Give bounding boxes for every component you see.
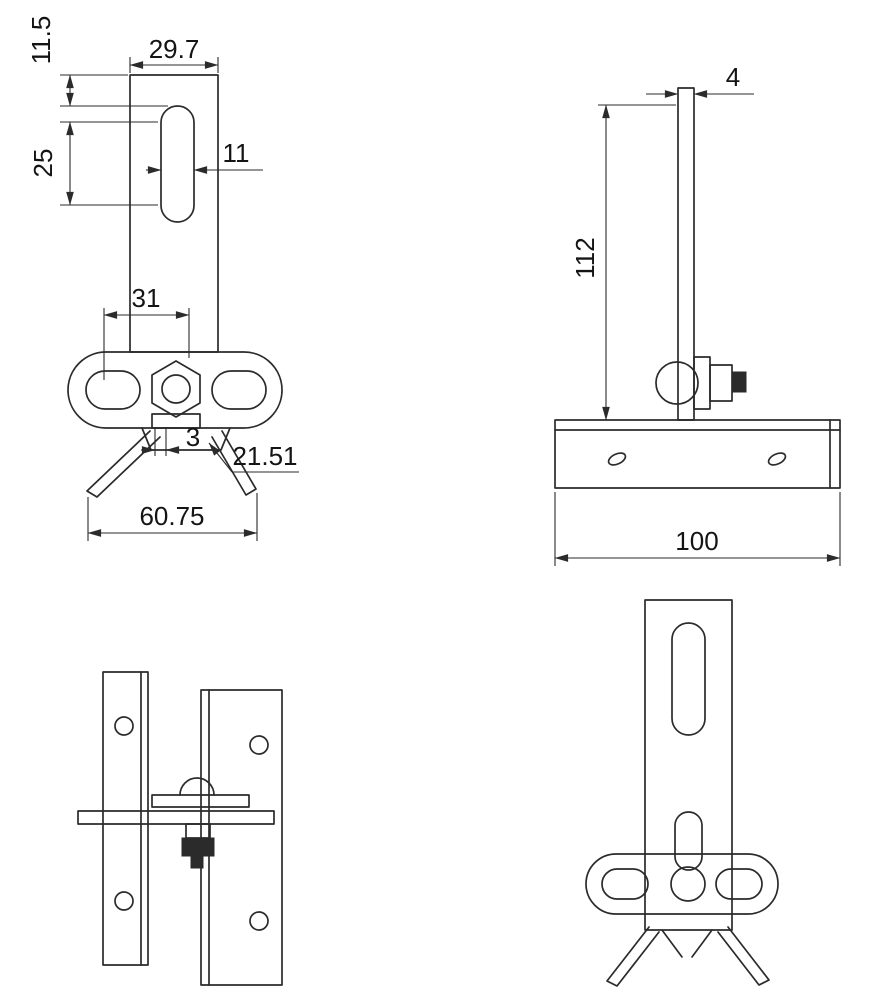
- bolt-stem: [190, 855, 204, 869]
- dim-leg-offset: 21.51: [208, 441, 299, 473]
- dim-base-span: 60.75: [87, 493, 258, 541]
- left-leg: [606, 926, 660, 987]
- nut: [181, 837, 215, 857]
- hex-nut: [151, 360, 201, 418]
- lower-jaw: [141, 427, 231, 451]
- dim-slot-length-label: 25: [28, 149, 58, 178]
- side-view: 4 112 100: [554, 62, 841, 566]
- dim-top-offset: 11.5: [26, 16, 168, 107]
- dim-clamp-span-label: 31: [132, 283, 161, 313]
- pivot-boss: [655, 361, 699, 405]
- dim-top-offset-label: 11.5: [26, 16, 56, 65]
- left-leg: [86, 430, 161, 498]
- nut: [709, 364, 733, 402]
- bolt-end: [161, 374, 191, 404]
- dim-upright-height: 112: [570, 104, 676, 421]
- right-rail-hole-top: [249, 735, 269, 755]
- right-rail-hole-bottom: [249, 911, 269, 931]
- dim-clamp-span: 31: [103, 283, 190, 380]
- base-hole-right: [767, 452, 787, 466]
- bolt-dome: [179, 777, 215, 796]
- dim-slot-length: 25: [28, 121, 158, 206]
- right-leg: [211, 430, 257, 496]
- bolt-head: [670, 866, 706, 902]
- clamp-left-slot: [601, 868, 649, 900]
- dim-base-span-label: 60.75: [139, 501, 204, 531]
- left-rail: [102, 671, 149, 966]
- dim-upright-height-label: 112: [570, 237, 600, 278]
- front-view: 29.7 11.5 25 11 31: [26, 16, 299, 541]
- dim-bar-width: 29.7: [129, 34, 219, 73]
- dim-gap-label: 3: [186, 422, 200, 452]
- spike-left-inner: [661, 929, 683, 958]
- bolt-tip: [731, 371, 747, 393]
- lower-slot: [674, 811, 703, 871]
- bar-slot: [160, 105, 195, 223]
- clamp-body: [585, 853, 779, 915]
- spike-right-inner: [691, 929, 713, 958]
- dim-slot-width: 11: [146, 138, 263, 174]
- plan-view: [77, 671, 283, 986]
- clamp-right-slot: [715, 868, 763, 900]
- dim-leg-offset-label: 21.51: [232, 441, 297, 471]
- bar-slot: [671, 622, 706, 736]
- clamp-right-slot: [211, 370, 267, 410]
- dim-slot-width-label: 11: [223, 138, 250, 168]
- left-rail-hole-bottom: [114, 891, 134, 911]
- clamp-left-slot: [85, 370, 141, 410]
- base-hole-left: [607, 452, 627, 466]
- left-rail-hole-top: [114, 716, 134, 736]
- upright-plate: [677, 87, 695, 421]
- dim-bar-width-label: 29.7: [149, 34, 200, 64]
- clamp-bar: [77, 810, 275, 825]
- dim-base-length-label: 100: [675, 526, 718, 556]
- right-leg: [717, 926, 770, 986]
- dim-gap: 3: [141, 422, 200, 456]
- upright-bar: [644, 599, 733, 931]
- dim-plate-thickness-label: 4: [726, 62, 740, 92]
- clamp-top-plate: [151, 794, 250, 808]
- detail-view: [585, 599, 779, 987]
- base-plate: [554, 419, 841, 489]
- washer-plate: [151, 413, 201, 429]
- washer: [693, 356, 711, 410]
- washer: [185, 823, 211, 839]
- dim-base-length: 100: [554, 492, 841, 566]
- dim-plate-thickness: 4: [646, 62, 754, 98]
- leader-line: [208, 442, 233, 473]
